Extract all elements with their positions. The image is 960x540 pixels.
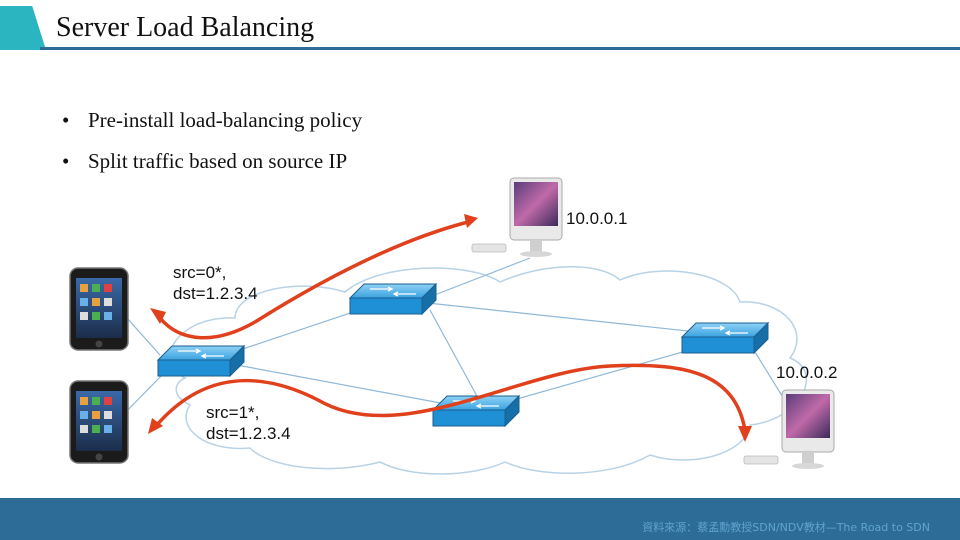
footer-bar <box>0 498 960 540</box>
client-phone-icon <box>69 267 129 351</box>
network-cloud <box>169 266 808 475</box>
switch-icon <box>681 322 769 354</box>
server-computer-icon <box>471 177 563 258</box>
flow-arrow-to-server-2 <box>154 363 747 432</box>
traffic-flows <box>154 220 747 432</box>
arrowheads <box>148 214 752 442</box>
bullet-item: •Pre-install load-balancing policy <box>62 108 363 132</box>
server-ip-label: 10.0.0.1 <box>566 209 628 228</box>
rule-label: src=1*, dst=1.2.3.4 <box>206 403 291 443</box>
slide-title: Server Load Balancing <box>56 12 315 43</box>
server-ip-label: 10.0.0.2 <box>776 363 838 382</box>
switch-icon <box>349 283 437 315</box>
flow-arrow-to-server-1 <box>158 220 470 340</box>
bullet-item: •Split traffic based on source IP <box>62 149 348 173</box>
switch-icon <box>432 395 520 427</box>
footer-source: 資料來源：蔡孟勳教授SDN/NDV教材—The Road to SDN <box>642 521 930 534</box>
client-phone-icon <box>69 380 129 464</box>
title-underline <box>40 47 960 50</box>
switch-icon <box>157 345 245 377</box>
bullet-list: •Pre-install load-balancing policy •Spli… <box>62 108 362 190</box>
rule-label: src=0*, dst=1.2.3.4 <box>173 263 258 303</box>
